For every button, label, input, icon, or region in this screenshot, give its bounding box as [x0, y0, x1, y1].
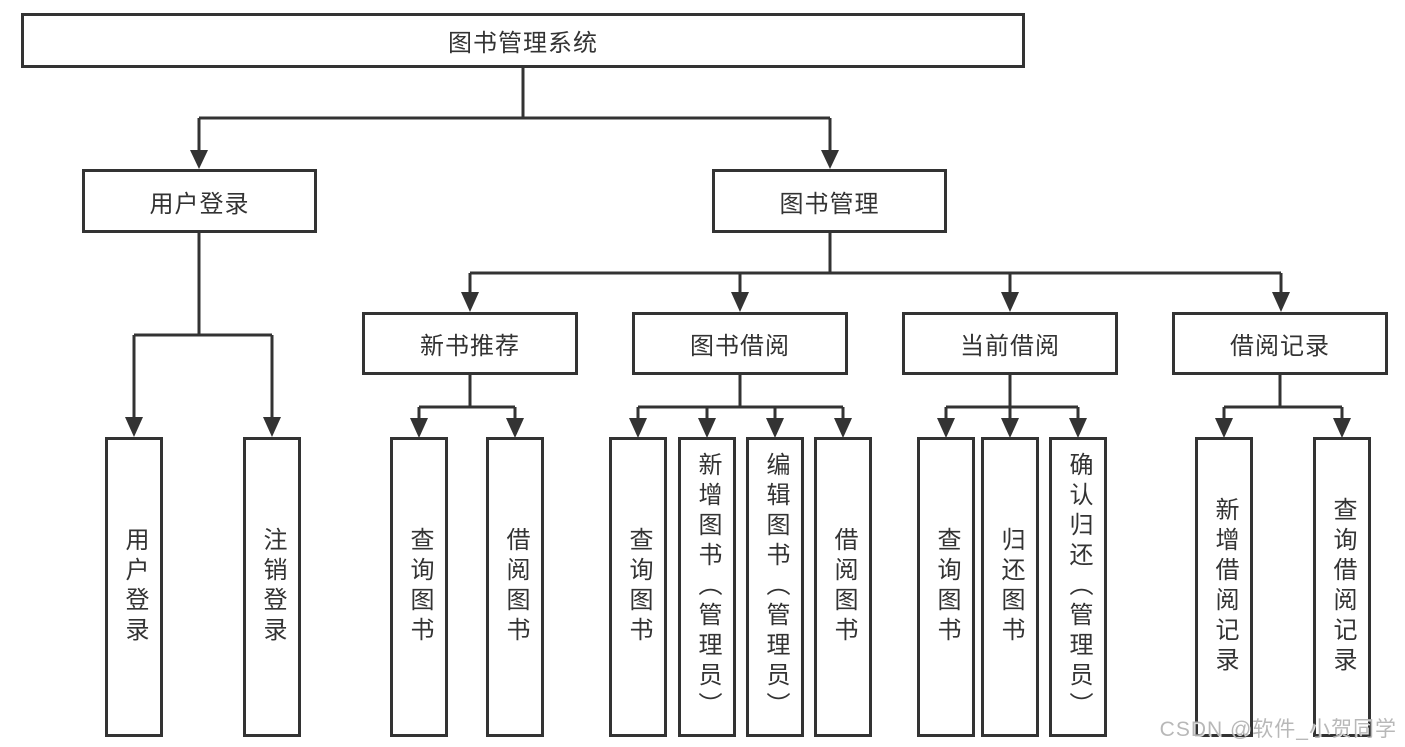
leaf-borrow-book-recommend: 借阅图书: [486, 437, 544, 737]
leaf-label: 归还图书: [997, 527, 1024, 647]
leaf-label: 查询图书: [406, 527, 433, 647]
leaf-edit-book-admin: 编辑图书（管理员）: [746, 437, 804, 737]
leaf-label: 查询借阅记录: [1329, 497, 1356, 677]
watermark: CSDN @软件_小贺同学: [1159, 718, 1397, 741]
leaf-query-book-borrow: 查询图书: [609, 437, 667, 737]
leaf-query-book-current: 查询图书: [917, 437, 975, 737]
leaf-label: 查询图书: [933, 527, 960, 647]
leaf-borrow-book: 借阅图书: [814, 437, 872, 737]
leaf-label: 编辑图书（管理员）: [762, 452, 789, 722]
leaf-label: 借阅图书: [502, 527, 529, 647]
leaf-label: 注销登录: [259, 527, 286, 647]
leaf-logout-login: 注销登录: [243, 437, 301, 737]
leaf-user-login: 用户登录: [105, 437, 163, 737]
leaf-return-book: 归还图书: [981, 437, 1039, 737]
leaf-label: 查询图书: [625, 527, 652, 647]
leaf-query-borrow-record: 查询借阅记录: [1313, 437, 1371, 737]
node-book-borrow: 图书借阅: [632, 312, 848, 375]
leaf-confirm-return-admin: 确认归还（管理员）: [1049, 437, 1107, 737]
leaf-label: 新增借阅记录: [1211, 497, 1238, 677]
node-new-book-recommend: 新书推荐: [362, 312, 578, 375]
leaf-label: 借阅图书: [830, 527, 857, 647]
node-user-login: 用户登录: [82, 169, 317, 233]
node-book-management: 图书管理: [712, 169, 947, 233]
node-current-borrow: 当前借阅: [902, 312, 1118, 375]
leaf-add-borrow-record: 新增借阅记录: [1195, 437, 1253, 737]
node-root: 图书管理系统: [21, 13, 1025, 68]
leaf-add-book-admin: 新增图书（管理员）: [678, 437, 736, 737]
leaf-query-book-recommend: 查询图书: [390, 437, 448, 737]
leaf-label: 确认归还（管理员）: [1065, 452, 1092, 722]
node-borrow-records: 借阅记录: [1172, 312, 1388, 375]
leaf-label: 用户登录: [121, 527, 148, 647]
leaf-label: 新增图书（管理员）: [694, 452, 721, 722]
